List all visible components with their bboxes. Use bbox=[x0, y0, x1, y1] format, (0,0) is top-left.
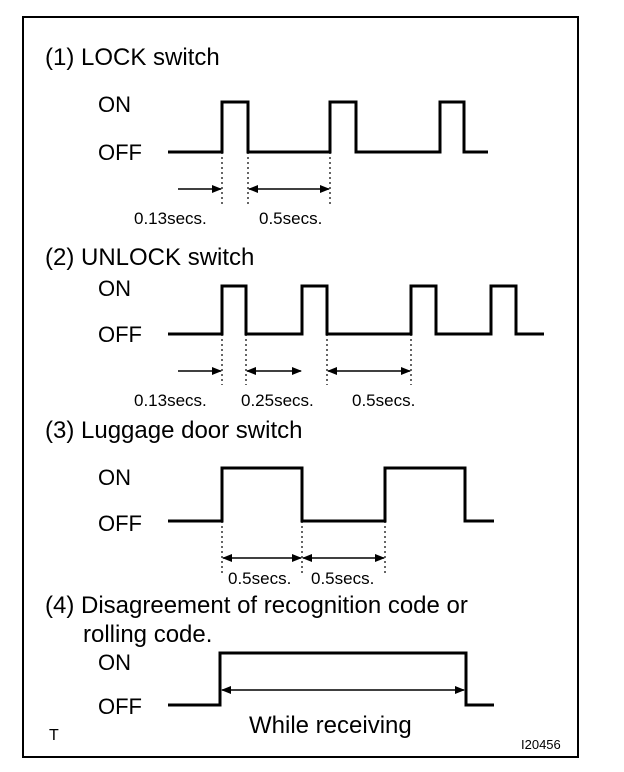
section-1-duration-2: 0.5secs. bbox=[259, 209, 322, 228]
section-2-waveform bbox=[168, 284, 544, 336]
section-luggage-door-switch: (3) Luggage door switch ON OFF 0.5secs. … bbox=[45, 417, 494, 588]
section-4-waveform bbox=[168, 651, 494, 707]
section-4-title-line-1: (4) Disagreement of recognition code or bbox=[45, 592, 468, 619]
section-lock-switch: (1) LOCK switch ON OFF 0.13secs. 0.5secs… bbox=[45, 44, 488, 228]
section-3-off-label: OFF bbox=[98, 511, 142, 536]
section-4-note: While receiving bbox=[249, 712, 412, 739]
section-1-waveform bbox=[168, 100, 488, 154]
section-1-duration-1: 0.13secs. bbox=[134, 209, 207, 228]
section-2-duration-3: 0.5secs. bbox=[352, 391, 415, 410]
section-3-duration-1: 0.5secs. bbox=[228, 569, 291, 588]
section-1-off-label: OFF bbox=[98, 140, 142, 165]
section-4-on-label: ON bbox=[98, 650, 131, 675]
section-1-title: (1) LOCK switch bbox=[45, 44, 220, 71]
section-3-title: (3) Luggage door switch bbox=[45, 417, 302, 444]
section-4-title-line-2: rolling code. bbox=[83, 621, 212, 648]
section-4-off-label: OFF bbox=[98, 694, 142, 719]
section-2-duration-2: 0.25secs. bbox=[241, 391, 314, 410]
section-2-on-label: ON bbox=[98, 276, 131, 301]
section-2-title: (2) UNLOCK switch bbox=[45, 244, 254, 271]
section-2-off-label: OFF bbox=[98, 322, 142, 347]
section-2-duration-1: 0.13secs. bbox=[134, 391, 207, 410]
figure-code: I20456 bbox=[521, 737, 561, 752]
section-3-waveform bbox=[168, 466, 494, 523]
footer-left-mark: T bbox=[49, 727, 59, 744]
section-1-on-label: ON bbox=[98, 92, 131, 117]
section-3-duration-2: 0.5secs. bbox=[311, 569, 374, 588]
section-disagreement: (4) Disagreement of recognition code or … bbox=[45, 592, 494, 739]
figure-frame bbox=[22, 16, 579, 758]
section-3-on-label: ON bbox=[98, 465, 131, 490]
section-unlock-switch: (2) UNLOCK switch ON OFF 0.13secs. 0.25s… bbox=[45, 244, 544, 410]
